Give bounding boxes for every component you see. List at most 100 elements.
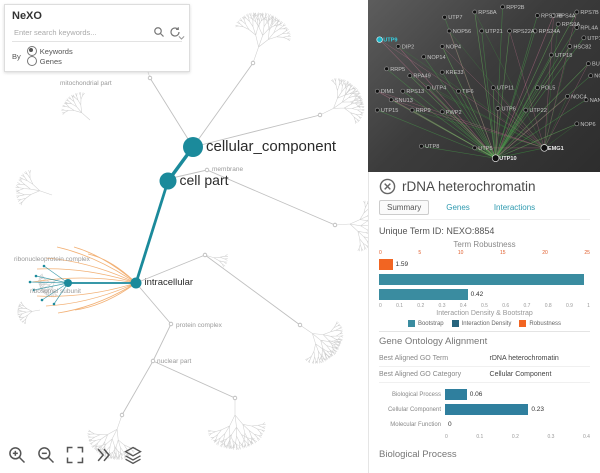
svg-text:TIF6: TIF6 (462, 89, 474, 95)
radio-circle[interactable] (26, 56, 37, 66)
tab-interactions[interactable]: Interactions (493, 203, 536, 212)
svg-text:NAN1: NAN1 (590, 98, 600, 104)
svg-text:KRE33: KRE33 (446, 70, 464, 76)
svg-text:RPS22A: RPS22A (513, 29, 535, 35)
svg-text:UTP6: UTP6 (502, 106, 516, 112)
svg-text:UTP18: UTP18 (555, 53, 572, 59)
svg-text:RPS7B: RPS7B (580, 10, 599, 16)
svg-text:RRP5: RRP5 (390, 67, 405, 73)
tree-term-label[interactable]: protein complex (176, 322, 222, 329)
svg-text:RPP2B: RPP2B (506, 5, 525, 11)
radio-label: Genes (39, 56, 62, 66)
term-id-label: Unique Term ID: (379, 226, 444, 236)
bar-robustness: 1.59 (379, 258, 590, 271)
tree-node-label[interactable]: intracellular (144, 277, 194, 289)
svg-text:SNU13: SNU13 (395, 98, 413, 104)
layers-icon (123, 445, 143, 468)
radio-genes[interactable]: Genes (26, 56, 73, 66)
svg-text:NOC4: NOC4 (571, 94, 587, 100)
zoom-in-button[interactable] (4, 443, 30, 469)
tree-toolbar (4, 443, 149, 469)
svg-text:UTP8: UTP8 (425, 144, 439, 150)
fit-button[interactable] (91, 443, 117, 469)
radio-label: Keywords (39, 46, 73, 56)
svg-text:EMG1: EMG1 (548, 146, 564, 152)
tree-term-label[interactable]: mitochondrial part (60, 80, 112, 87)
term-id-row: Unique Term ID: NEXO:8854 (379, 226, 590, 236)
radio-circle[interactable] (26, 46, 37, 56)
tab-summary[interactable]: Summary (379, 200, 430, 215)
app-title: NeXO (12, 10, 42, 22)
svg-text:RPA49: RPA49 (413, 74, 430, 80)
close-icon[interactable] (379, 178, 396, 195)
fullscreen-button[interactable] (62, 443, 88, 469)
svg-text:UTP22: UTP22 (529, 108, 546, 114)
search-input[interactable] (12, 26, 150, 38)
svg-text:NOP1: NOP1 (594, 74, 600, 80)
svg-text:POL5: POL5 (541, 86, 555, 92)
zoom-out-button[interactable] (33, 443, 59, 469)
svg-text:BUD21: BUD21 (592, 62, 600, 68)
svg-text:NOP4: NOP4 (446, 44, 461, 50)
chevron-down-icon[interactable] (177, 29, 186, 47)
legend-item: Interaction Density (451, 320, 511, 327)
by-label: By (12, 51, 21, 61)
svg-text:RPS13: RPS13 (406, 89, 424, 95)
search-icon[interactable] (152, 25, 166, 39)
svg-text:RRP9: RRP9 (416, 108, 431, 114)
tree-term-label[interactable]: nuclear part (157, 358, 192, 365)
robustness-chart-caption: Interaction Density & Bootstrap (436, 310, 533, 317)
svg-text:UTP21: UTP21 (485, 29, 502, 35)
svg-text:RPS24A: RPS24A (539, 29, 561, 35)
svg-text:RPS8A: RPS8A (478, 10, 497, 16)
tree-term-label[interactable]: ribosomal subunit (30, 288, 81, 295)
svg-text:RPS4A: RPS4A (557, 14, 576, 20)
fit-icon (94, 445, 114, 468)
radio-keywords[interactable]: Keywords (26, 46, 73, 56)
ontology-tree-canvas[interactable] (0, 0, 368, 473)
tree-term-label[interactable]: membrane (212, 166, 244, 173)
fullscreen-icon (65, 445, 85, 468)
svg-text:UTP13: UTP13 (587, 36, 600, 42)
reset-icon[interactable] (168, 25, 182, 39)
layers-button[interactable] (120, 443, 146, 469)
svg-text:HSC82: HSC82 (573, 44, 591, 50)
bar-interaction-density: 0.42 (379, 288, 590, 301)
svg-text:DIM1: DIM1 (381, 89, 394, 95)
svg-text:UTP11: UTP11 (497, 86, 514, 92)
svg-text:UTP5: UTP5 (478, 146, 492, 152)
tree-term-label[interactable]: ribonucleoprotein complex (14, 256, 90, 263)
term-id-value: NEXO:8854 (446, 226, 495, 236)
divider (379, 331, 590, 332)
zoom-in-icon (7, 445, 27, 468)
tab-genes[interactable]: Genes (446, 203, 470, 212)
svg-text:RPS9A: RPS9A (562, 22, 581, 28)
svg-text:NOP14: NOP14 (427, 55, 445, 61)
legend-item: Robustness (519, 320, 561, 327)
svg-text:PWP2: PWP2 (446, 110, 462, 116)
tree-node-label[interactable]: cellular_component (206, 137, 337, 155)
term-title: rDNA heterochromatin (402, 179, 536, 194)
tree-node-label[interactable]: cell part (179, 172, 229, 189)
svg-text:UTP9: UTP9 (383, 38, 397, 44)
svg-text:DIP2: DIP2 (402, 44, 414, 50)
go-alignment-heading: Gene Ontology Alignment (379, 336, 488, 347)
bar-bootstrap (379, 273, 590, 286)
